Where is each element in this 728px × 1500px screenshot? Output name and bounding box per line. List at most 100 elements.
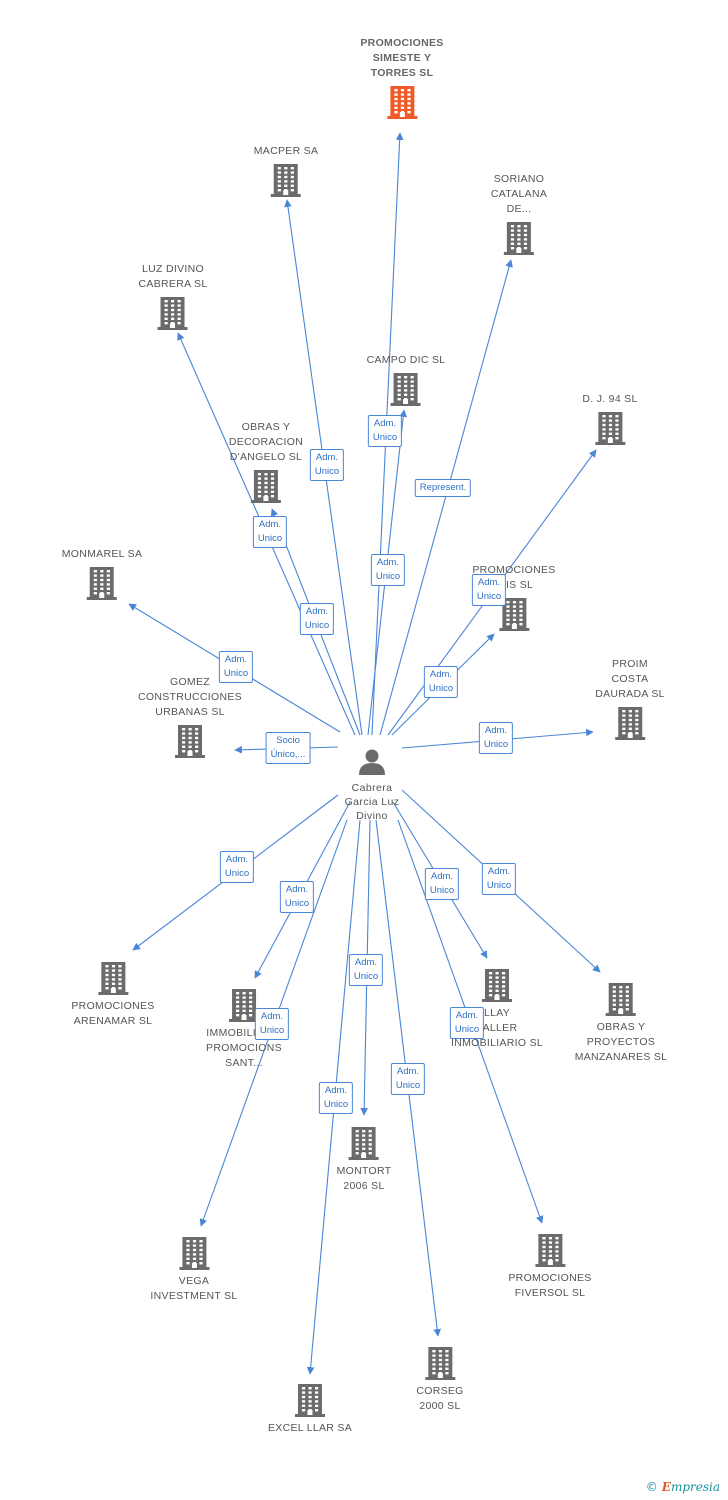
edge-label-line: Unico	[372, 432, 398, 443]
building-icon-wrap	[451, 968, 543, 1002]
company-name: CAMPO DIC SL	[367, 353, 446, 368]
company-name-line: CONSTRUCCIONES	[138, 691, 242, 703]
edge-label-luz-divino[interactable]: Adm.Unico	[252, 516, 288, 548]
edge-label-line: Adm.	[258, 519, 282, 530]
company-name-line: DE...	[506, 203, 532, 215]
edge-label-obras-decoracion[interactable]: Adm.Unico	[299, 603, 335, 635]
edge-label-manzanares[interactable]: Adm.Unico	[481, 863, 517, 895]
company-name-line: TORRES SL	[370, 67, 434, 79]
edge-label-macper[interactable]: Adm.Unico	[309, 449, 345, 481]
company-node-excel[interactable]: EXCEL LLAR SA	[268, 1383, 352, 1436]
edge-label-proim[interactable]: Adm.Unico	[478, 722, 514, 754]
building-icon-wrap	[508, 1233, 591, 1267]
edge-label-montort[interactable]: Adm.Unico	[348, 954, 384, 986]
company-name-line: VEGA	[178, 1275, 210, 1287]
edge-label-line: Adm.	[354, 957, 378, 968]
person-icon[interactable]	[359, 749, 385, 776]
company-name-line: PROMOCIONES	[472, 564, 556, 576]
company-node-macper[interactable]: MACPER SA	[254, 144, 319, 197]
building-icon-wrap	[416, 1346, 463, 1380]
company-name-line: LUZ DIVINO	[142, 263, 204, 275]
building-icon	[391, 373, 421, 406]
building-icon-wrap	[337, 1126, 392, 1160]
building-icon-wrap	[206, 988, 282, 1022]
edge-label-line: Unico	[224, 868, 250, 879]
company-node-campo-dic[interactable]: CAMPO DIC SL	[367, 353, 446, 406]
company-name-line: CATALANA	[490, 188, 548, 200]
building-icon	[615, 707, 645, 740]
building-icon-wrap	[367, 372, 446, 406]
edge-label-promo-iris[interactable]: Adm.Unico	[423, 666, 459, 698]
company-node-dj94[interactable]: D. J. 94 SL	[582, 392, 637, 445]
edge-label-fiversol[interactable]: Adm.Unico	[449, 1007, 485, 1039]
edge-label-monmarel[interactable]: Adm.Unico	[218, 651, 254, 683]
company-name-line: DAURADA SL	[595, 688, 665, 700]
company-name-line: MACPER SA	[253, 145, 319, 157]
building-icon	[386, 86, 417, 119]
edge-label-soriano[interactable]: Represent.	[414, 479, 472, 497]
edge-label-promo-simeste[interactable]: Adm.Unico	[367, 415, 403, 447]
company-name-line: GOMEZ	[170, 676, 210, 688]
building-icon-wrap	[150, 1236, 237, 1270]
edge-label-vega[interactable]: Adm.Unico	[254, 1008, 290, 1040]
edge-label-line: Unico	[223, 668, 249, 679]
edge-label-line: Represent.	[419, 482, 467, 493]
edge-label-line: Adm.	[260, 1011, 284, 1022]
company-name-line: PROYECTOS	[586, 1036, 656, 1048]
company-name: MONMAREL SA	[62, 547, 143, 562]
edge-label-line: Unico	[476, 591, 502, 602]
edge-label-arenamar[interactable]: Adm.Unico	[219, 851, 255, 883]
edge-label-line: Unico	[454, 1024, 480, 1035]
edge-label-campo-dic[interactable]: Adm.Unico	[370, 554, 406, 586]
center-name-line: Garcia Luz	[344, 796, 400, 808]
company-node-monmarel[interactable]: MONMAREL SA	[62, 547, 143, 600]
edge-label-line: Unico	[284, 898, 310, 909]
company-name: EXCEL LLAR SA	[268, 1421, 352, 1436]
building-icon-wrap	[254, 163, 319, 197]
building-icon-wrap	[268, 1383, 352, 1417]
company-name-line: CORSEG	[416, 1385, 464, 1397]
company-name-line: MONTORT	[336, 1165, 392, 1177]
building-icon-wrap	[139, 296, 208, 330]
company-name-line: PROMOCIONES	[71, 1000, 155, 1012]
company-name-line: D. J. 94 SL	[582, 393, 638, 405]
edge-label-corseg[interactable]: Adm.Unico	[390, 1063, 426, 1095]
company-name-line: FIVERSOL SL	[514, 1287, 586, 1299]
edge-label-line: Unico	[486, 880, 512, 891]
edge-label-line: Adm.	[285, 884, 309, 895]
edge-label-excel[interactable]: Adm.Unico	[318, 1082, 354, 1114]
edge-label-line: Adm.	[396, 1066, 420, 1077]
company-name-line: SIMESTE Y	[372, 52, 432, 64]
edge-label-llay[interactable]: Adm.Unico	[424, 868, 460, 900]
brand-rest: mpresia	[670, 1480, 720, 1494]
company-name-line: D'ANGELO SL	[229, 451, 303, 463]
edge-label-line: Unico	[429, 885, 455, 896]
building-icon	[348, 1127, 379, 1160]
edge-label-dj94[interactable]: Adm.Unico	[471, 574, 507, 606]
company-name: MACPER SA	[254, 144, 319, 159]
edge-label-inmobiliaria-sant[interactable]: Adm. Unico	[279, 881, 315, 913]
building-icon	[482, 969, 512, 1002]
